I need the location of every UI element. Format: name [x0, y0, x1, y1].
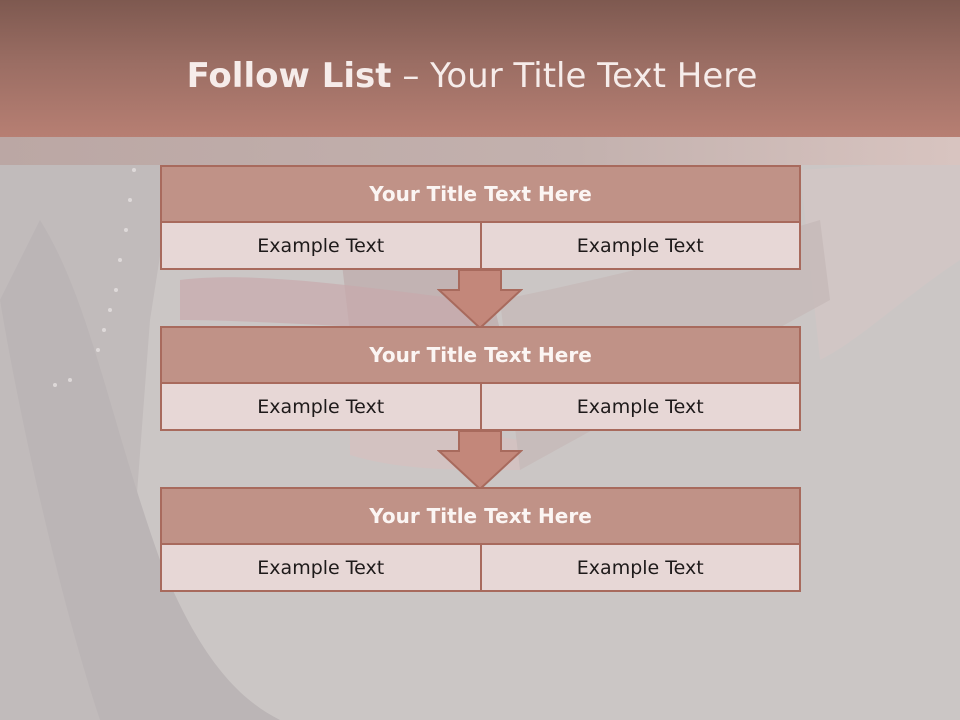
slide-title-rest: – Your Title Text Here: [391, 56, 758, 96]
block-title: Your Title Text Here: [160, 165, 801, 223]
down-arrow-icon: [437, 431, 523, 491]
block-title: Your Title Text Here: [160, 326, 801, 384]
block-cell-left: Example Text: [160, 543, 482, 592]
block-row: Example Text Example Text: [160, 221, 801, 270]
header-band: [0, 0, 960, 137]
slide-title-bold: Follow List: [186, 56, 392, 96]
slide-title: Follow List – Your Title Text Here: [0, 54, 944, 98]
list-block-1: Your Title Text Here Example Text Exampl…: [160, 165, 801, 270]
block-cell-left: Example Text: [160, 382, 482, 431]
block-row: Example Text Example Text: [160, 382, 801, 431]
block-cell-right: Example Text: [479, 221, 801, 270]
list-block-2: Your Title Text Here Example Text Exampl…: [160, 326, 801, 431]
block-title: Your Title Text Here: [160, 487, 801, 545]
down-arrow-icon: [437, 270, 523, 330]
block-cell-right: Example Text: [479, 543, 801, 592]
block-cell-left: Example Text: [160, 221, 482, 270]
block-cell-right: Example Text: [479, 382, 801, 431]
header-strip: [0, 137, 960, 165]
list-block-3: Your Title Text Here Example Text Exampl…: [160, 487, 801, 592]
block-row: Example Text Example Text: [160, 543, 801, 592]
